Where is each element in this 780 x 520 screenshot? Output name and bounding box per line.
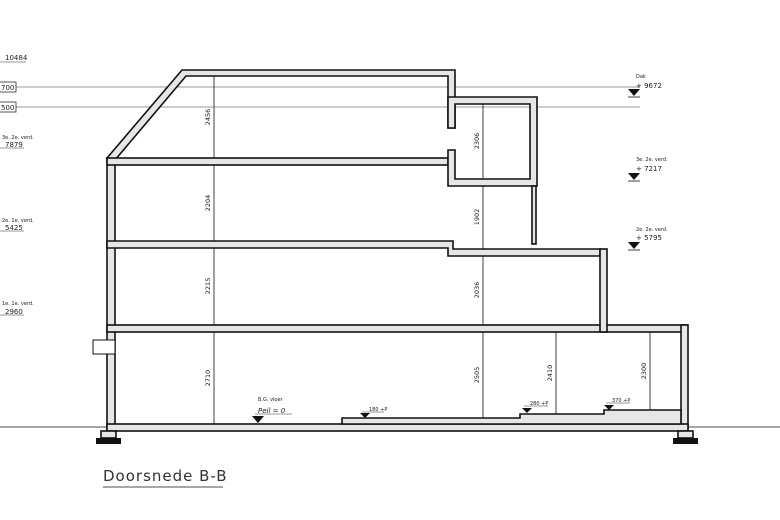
right-level-2-sub: 3e. 2e. verd. <box>636 157 668 163</box>
step-mark-3: 370 +P <box>604 398 630 410</box>
step-mark-2: 280 +P <box>522 401 548 413</box>
left-level-3: 500 <box>0 101 17 113</box>
left-level-6: 1e. 1e. verd. 2960 <box>0 301 34 316</box>
left-level-4: 3e. 2e. verd. 7879 <box>0 135 34 149</box>
left-footing <box>96 438 121 444</box>
ground-level-mark: B.G. vloer Peil = 0 <box>252 397 292 423</box>
right-level-3-sub: 2e. 2e. verd. <box>636 227 668 233</box>
left-level-4-sub: 3e. 2e. verd. <box>2 135 34 141</box>
right-level-1-sub: Dak <box>636 74 646 80</box>
floor-level-marks: B.G. vloer Peil = 0 180 +P 280 +P 370 +P <box>252 397 630 423</box>
left-level-2: 700 <box>0 81 17 93</box>
right-level-1: Dak + 9672 <box>628 74 662 98</box>
middle-right-wall <box>599 248 608 333</box>
left-footing-neck <box>100 430 117 439</box>
level-triangle-icon <box>252 416 264 423</box>
step-mark-3-value: 370 +P <box>612 398 630 404</box>
level-triangle-icon <box>628 242 640 249</box>
ground-level-label: B.G. vloer <box>258 397 284 403</box>
step-mark-2-value: 280 +P <box>530 401 548 407</box>
left-level-2-value: 700 <box>1 84 14 92</box>
dim-text-2: 2204 <box>204 195 212 212</box>
level-triangle-icon <box>604 405 614 410</box>
ground-level-value: Peil = 0 <box>258 407 286 415</box>
dim-text-3: 2215 <box>204 278 212 295</box>
left-level-1: 10484 <box>0 54 28 63</box>
dim-text-5: 2306 <box>473 133 481 150</box>
roof-slab <box>105 69 456 161</box>
left-wall <box>106 157 116 431</box>
level-triangle-icon <box>628 89 640 96</box>
left-level-6-sub: 1e. 1e. verd. <box>2 301 34 307</box>
left-level-4-value: 7879 <box>5 141 23 149</box>
right-level-3: 2e. 2e. verd. + 5795 <box>628 227 668 251</box>
drawing-title: Doorsnede B-B <box>103 467 228 485</box>
building-section <box>92 69 698 444</box>
level-triangle-icon <box>628 173 640 180</box>
dim-text-9: 2410 <box>546 365 554 382</box>
raised-floor-steps <box>341 409 682 425</box>
terrace-box <box>447 96 538 187</box>
right-level-markers: Dak + 9672 3e. 2e. verd. + 7217 2e. 2e. … <box>628 74 668 251</box>
reference-lines <box>0 86 780 428</box>
left-level-5-sub: 2e. 1e. verd. <box>2 218 34 224</box>
dimension-lines <box>213 76 651 424</box>
left-level-5-value: 5425 <box>5 224 23 232</box>
right-footing-neck <box>677 430 694 439</box>
dim-text-8: 2505 <box>473 367 481 384</box>
terrace-post <box>531 185 537 245</box>
left-level-3-value: 500 <box>1 104 14 112</box>
left-level-6-value: 2960 <box>5 308 23 316</box>
step-mark-1-value: 180 +P <box>369 407 387 413</box>
right-level-3-value: + 5795 <box>636 234 662 242</box>
dim-text-6: 1902 <box>473 209 481 226</box>
right-level-2: 3e. 2e. verd. + 7217 <box>628 157 668 182</box>
left-level-1-value: 10484 <box>5 54 28 62</box>
dim-text-1: 2456 <box>204 109 212 126</box>
dim-text-7: 2036 <box>473 282 481 299</box>
left-level-markers: 10484 700 500 3e. 2e. verd. 7879 2e. 1e.… <box>0 54 34 316</box>
level-triangle-icon <box>522 408 532 413</box>
left-level-5: 2e. 1e. verd. 5425 <box>0 218 34 232</box>
right-level-1-value: + 9672 <box>636 82 662 90</box>
ground-slab <box>106 423 689 432</box>
right-end-wall <box>680 324 689 431</box>
right-footing <box>673 438 698 444</box>
window-box <box>92 339 116 355</box>
drawing-title-group: Doorsnede B-B <box>103 467 228 488</box>
level-triangle-icon <box>360 413 370 418</box>
dim-text-10: 2300 <box>640 363 648 380</box>
dimension-texts: 2456 2204 2215 2710 2306 1902 2036 2505 … <box>204 109 648 387</box>
right-level-2-value: + 7217 <box>636 165 662 173</box>
middle-floor-slab <box>106 240 601 257</box>
dim-text-4: 2710 <box>204 370 212 387</box>
step-mark-1: 180 +P <box>360 407 387 418</box>
upper-floor-slab <box>106 157 449 166</box>
